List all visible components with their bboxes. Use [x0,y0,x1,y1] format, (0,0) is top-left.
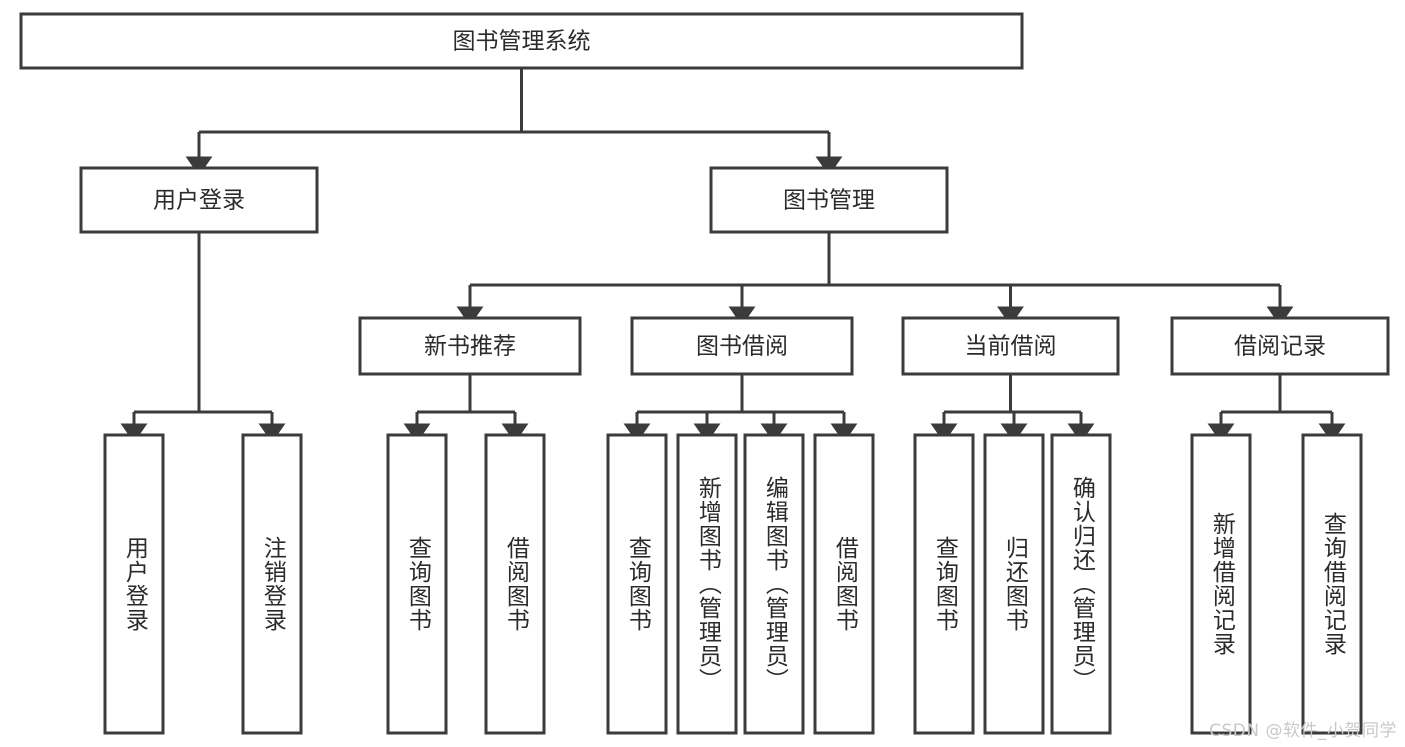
node-book-borrow-label: 图书借阅 [696,334,788,360]
node-leaf-borrow-book-2[interactable] [813,433,875,735]
node-borrow-record[interactable] [1170,316,1390,376]
node-new-book-rec-label: 新书推荐 [424,334,516,360]
node-new-book-rec[interactable] [358,316,582,376]
node-book-borrow[interactable] [630,316,854,376]
node-leaf-query-book-1[interactable] [386,433,448,735]
node-leaf-query-record[interactable] [1301,433,1363,735]
node-leaf-query-book-3[interactable] [913,433,975,735]
node-leaf-confirm-return[interactable] [1050,433,1112,735]
node-user-login-label: 用户登录 [153,188,245,214]
node-borrow-record-label: 借阅记录 [1234,334,1326,360]
node-current-borrow-label: 当前借阅 [965,334,1057,360]
node-current-borrow[interactable] [901,316,1120,376]
node-book-manage[interactable] [709,166,949,234]
node-root-label: 图书管理系统 [453,29,591,55]
watermark-text: CSDN @软件_小贺同学 [1209,721,1397,741]
node-user-login[interactable] [79,166,319,234]
node-root[interactable] [19,12,1024,70]
node-leaf-edit-book[interactable] [743,433,805,735]
node-book-manage-label: 图书管理 [783,188,875,214]
node-leaf-query-book-2[interactable] [606,433,668,735]
node-leaf-add-book[interactable] [676,433,738,735]
node-leaf-logout[interactable] [241,433,303,735]
node-leaf-return-book[interactable] [983,433,1045,735]
edges-layer [120,68,1346,443]
node-leaf-borrow-book-1[interactable] [484,433,546,735]
node-leaf-user-login[interactable] [103,433,165,735]
node-leaf-add-record[interactable] [1190,433,1252,735]
